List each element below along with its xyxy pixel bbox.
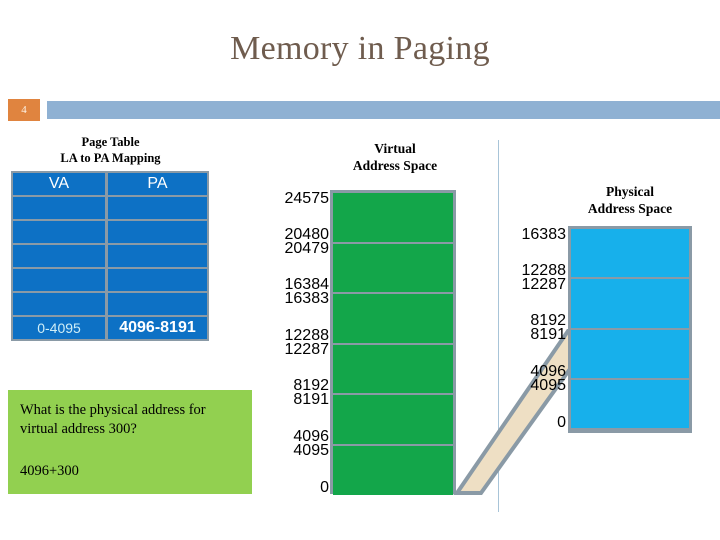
- page-table: VA PA 0-4095 4096-8191: [11, 171, 209, 341]
- table-row[interactable]: [13, 293, 207, 315]
- vas-tick: 8191: [293, 391, 329, 408]
- table-header-row: VA PA: [13, 173, 207, 195]
- pas-tick: 0: [557, 414, 566, 431]
- cell-va: [13, 269, 105, 291]
- table-row[interactable]: [13, 197, 207, 219]
- vas-caption-line2: Address Space: [352, 158, 438, 173]
- table-row-mapped[interactable]: 0-4095 4096-8191: [13, 317, 207, 339]
- pas-tick: 8192: [530, 312, 566, 329]
- cell-va: [13, 197, 105, 219]
- pas-tick: 16383: [521, 226, 567, 243]
- page-table-caption: Page Table LA to PA Mapping: [8, 134, 213, 166]
- vas-block-5: [333, 193, 453, 242]
- question-answer: 4096+300: [20, 463, 79, 479]
- vas-block-3: [333, 294, 453, 343]
- vas-block-2: [333, 344, 453, 393]
- cell-pa: [108, 269, 207, 291]
- page-table-caption-line2: LA to PA Mapping: [60, 151, 161, 165]
- vas-tick: 12288: [284, 327, 330, 344]
- question-text: What is the physical address for virtual…: [20, 402, 206, 437]
- header-band: [47, 101, 720, 119]
- vertical-divider: [498, 140, 499, 512]
- table-row[interactable]: [13, 221, 207, 243]
- pas-tick: 8191: [530, 326, 566, 343]
- vas-block-4: [333, 243, 453, 292]
- table-row[interactable]: [13, 245, 207, 267]
- cell-va: [13, 293, 105, 315]
- vas-tick: 12287: [284, 341, 330, 358]
- page-title: Memory in Paging: [230, 30, 490, 67]
- vas-block-1: [333, 395, 453, 444]
- vas-tick: 4096: [293, 428, 329, 445]
- pas-block-1: [571, 329, 689, 378]
- physical-address-space-caption: Physical Address Space: [560, 183, 700, 217]
- cell-va: [13, 245, 105, 267]
- cell-pa: [108, 245, 207, 267]
- virtual-address-space-column: [330, 190, 456, 495]
- vas-tick: 4095: [293, 442, 329, 459]
- column-header-pa: PA: [108, 173, 207, 195]
- pas-block-3: [571, 229, 689, 278]
- pas-block-0: [571, 379, 689, 428]
- vas-block-0: [333, 445, 453, 495]
- vas-tick: 20479: [284, 240, 330, 257]
- cell-pa: 4096-8191: [108, 317, 207, 339]
- vas-tick: 8192: [293, 377, 329, 394]
- cell-pa: [108, 197, 207, 219]
- cell-pa: [108, 221, 207, 243]
- pas-tick: 12287: [521, 276, 567, 293]
- cell-pa: [108, 293, 207, 315]
- page-table-caption-line1: Page Table: [81, 135, 140, 149]
- cell-va: 0-4095: [13, 317, 105, 339]
- pas-tick: 12288: [521, 262, 567, 279]
- table-row[interactable]: [13, 269, 207, 291]
- vas-tick: 0: [320, 479, 329, 496]
- vas-tick: 24575: [284, 190, 330, 207]
- vas-caption-line1: Virtual: [374, 141, 416, 156]
- pas-caption-line1: Physical: [605, 184, 654, 199]
- slide-number-badge: 4: [8, 99, 40, 121]
- pas-caption-line2: Address Space: [587, 201, 673, 216]
- physical-address-space-column: [568, 226, 692, 433]
- virtual-address-space-caption: Virtual Address Space: [325, 140, 465, 174]
- pas-tick: 4095: [530, 377, 566, 394]
- vas-tick: 20480: [284, 226, 330, 243]
- vas-tick: 16383: [284, 290, 330, 307]
- question-box: What is the physical address for virtual…: [8, 390, 252, 494]
- cell-va: [13, 221, 105, 243]
- pas-block-2: [571, 279, 689, 328]
- pas-tick: 4096: [530, 363, 566, 380]
- column-header-va: VA: [13, 173, 105, 195]
- vas-tick: 16384: [284, 276, 330, 293]
